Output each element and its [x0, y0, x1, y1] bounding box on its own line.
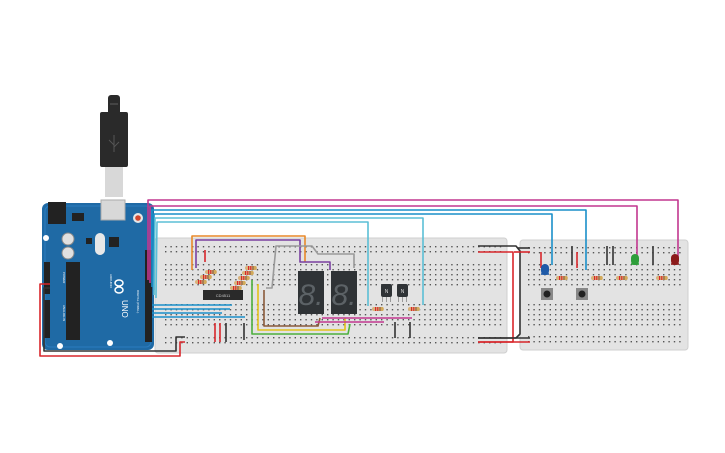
transistor-label: N [385, 289, 389, 295]
analog-label: ANALOG IN [62, 305, 66, 321]
usb-icon [108, 135, 120, 152]
resistor-segment-6[interactable] [238, 276, 250, 280]
breadboard-small[interactable] [519, 239, 689, 351]
wire-5v-to-rail[interactable] [39, 283, 185, 357]
voltage-regulator [72, 213, 84, 221]
wire-green-segment[interactable] [251, 280, 351, 335]
resistor-button[interactable] [591, 276, 603, 280]
wire-pin10-to-button[interactable] [151, 209, 587, 287]
wire-gnd-to-rail[interactable] [43, 287, 185, 352]
power-jack [48, 202, 66, 224]
resistor-segment-5[interactable] [242, 271, 254, 275]
ic-label: CD4511 [216, 293, 231, 298]
wire-orange-segment[interactable] [191, 235, 306, 270]
resistor-segment-1[interactable] [205, 270, 217, 274]
usb-port [100, 199, 126, 221]
wire-to-transistor-left[interactable] [155, 221, 369, 306]
board-label: UNO [120, 300, 129, 318]
wires-layer [39, 199, 679, 357]
wire-pin12-to-red-led[interactable] [147, 199, 679, 280]
arduino-logo [114, 279, 124, 294]
resistor-segment-3[interactable] [195, 280, 207, 284]
microcontroller-chip [66, 262, 80, 340]
segment-digit: 8. [331, 279, 356, 312]
digital-label: DIGITAL (PWM~) [136, 290, 140, 313]
wire-yellow-segment[interactable] [257, 284, 346, 331]
usb-cable[interactable] [100, 95, 128, 197]
resistor-segment-4[interactable] [245, 266, 257, 270]
wire-pin11-to-green-led[interactable] [149, 205, 638, 283]
resistor-led-blue[interactable] [556, 276, 568, 280]
pushbutton-1[interactable] [541, 288, 553, 300]
transistor-q1[interactable]: N [381, 284, 392, 302]
resistor-transistor-2[interactable] [408, 307, 420, 311]
pushbutton-2[interactable] [576, 288, 588, 300]
led-blue[interactable] [541, 264, 549, 275]
wire-purple-segment[interactable] [195, 239, 331, 270]
resistor-segment-2[interactable] [200, 275, 212, 279]
led-red[interactable] [671, 254, 679, 265]
capacitor [61, 246, 75, 260]
analog-header [44, 300, 50, 338]
seven-segment-tens[interactable]: 8. [298, 271, 324, 314]
resistor-led-red[interactable] [656, 276, 668, 280]
resistor-segment-8[interactable] [230, 286, 242, 290]
resistor-segment-7[interactable] [234, 281, 246, 285]
brand-label: ARDUINO [109, 274, 113, 289]
crystal [95, 233, 105, 255]
digital-header [145, 250, 152, 342]
resistor-led-green[interactable] [616, 276, 628, 280]
capacitor [61, 232, 75, 246]
wire-to-transistor-right[interactable] [153, 217, 424, 305]
resistor-transistor-1[interactable] [372, 307, 384, 311]
seven-segment-ones[interactable]: 8. [331, 271, 357, 314]
segment-digit: 8. [298, 279, 323, 312]
led-green[interactable] [631, 254, 639, 265]
power-label: POWER [62, 272, 66, 284]
transistor-q2[interactable]: N [397, 284, 408, 302]
ic-chip[interactable]: CD4511 [203, 290, 243, 300]
transistor-label: N [401, 289, 405, 295]
wire-gray-segment[interactable] [266, 245, 355, 289]
arduino-uno[interactable]: UNO ARDUINO DIGITAL (PWM~) POWER ANALOG … [42, 199, 154, 350]
power-header [44, 262, 50, 294]
